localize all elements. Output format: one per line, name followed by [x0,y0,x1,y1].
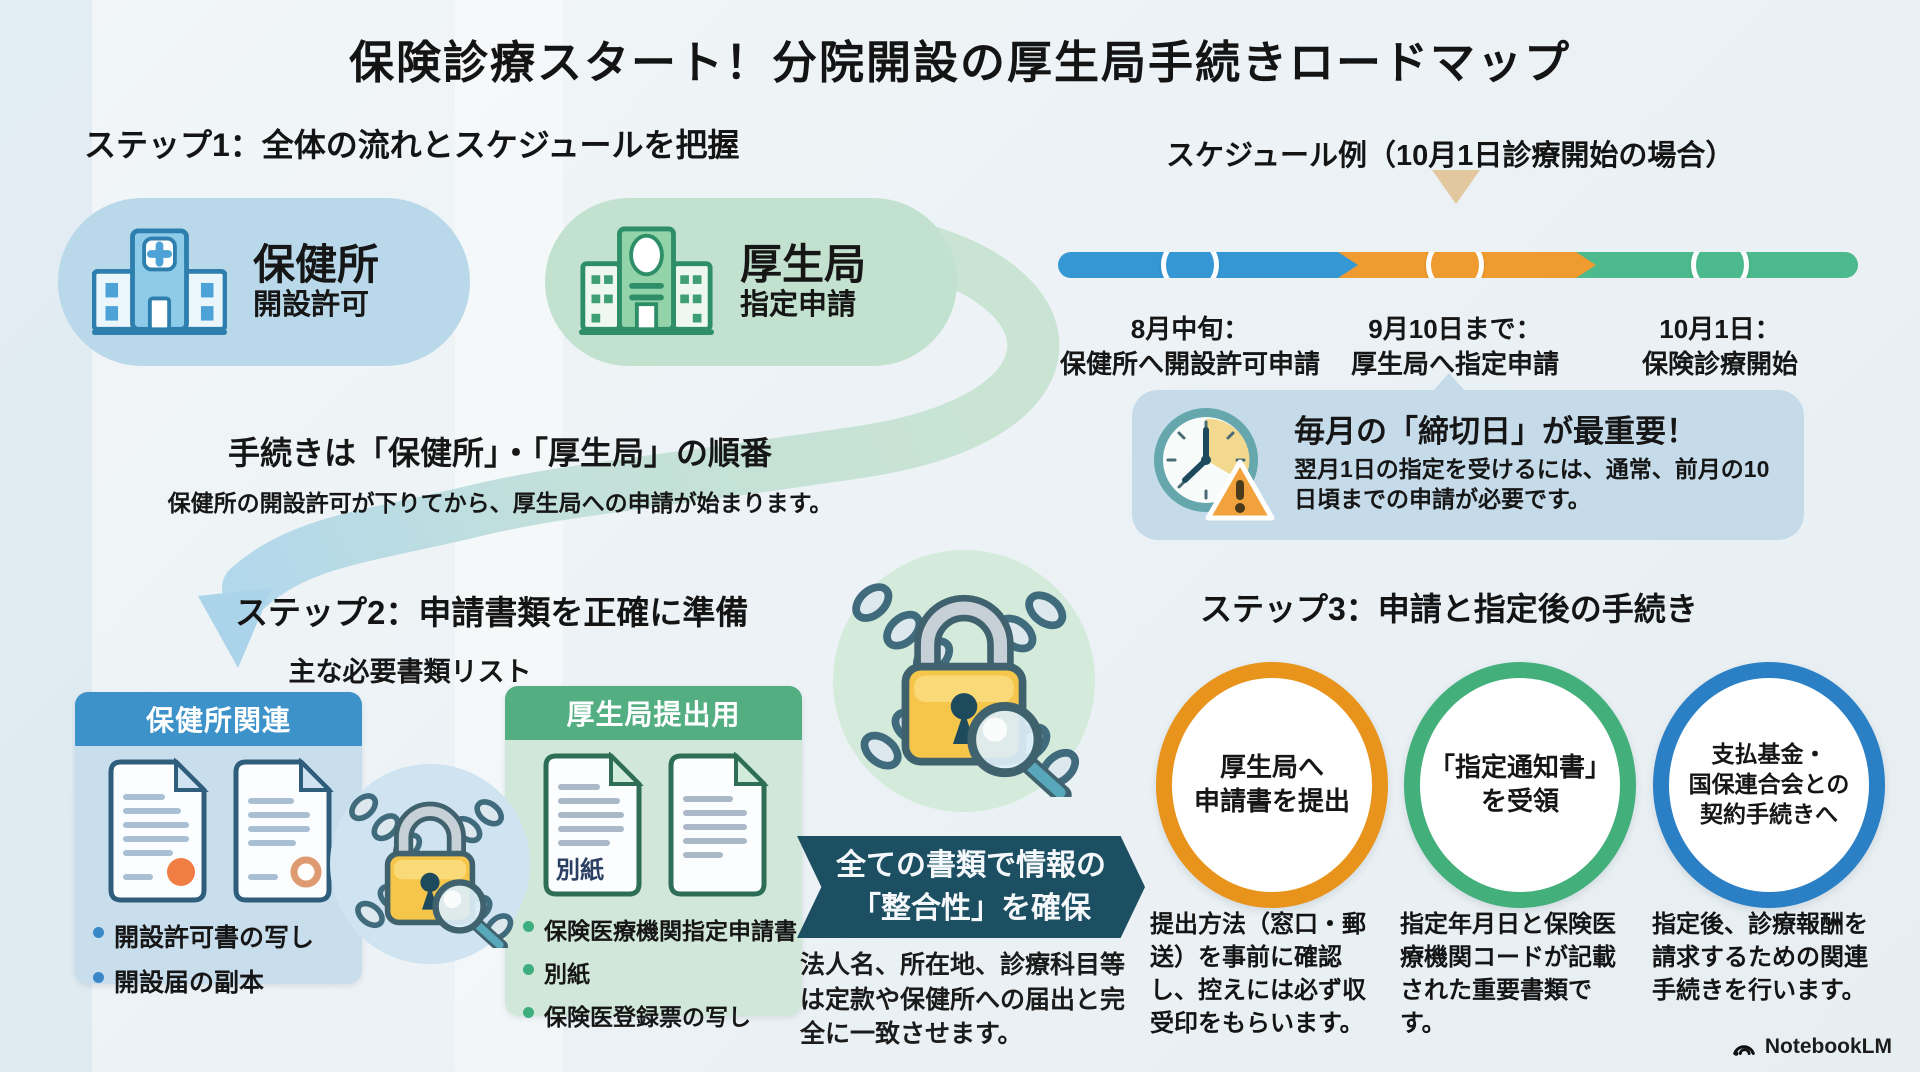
consistency-body: 法人名、所在地、診療科目等は定款や保健所への届出と完全に一致させます。 [800,951,1126,1048]
milestone-label: 8月中旬： 保健所へ開設許可申請 [1040,312,1340,382]
consistency-lock-graphic [833,550,1095,812]
order-note-heading: 手続きは「保健所」・「厚生局」の順番 [227,435,772,471]
milestone-action: 保健所へ開設許可申請 [1059,349,1320,380]
deadline-heading: 毎月の「締切日」が最重要！ [1294,414,1697,449]
documents-icon: 別紙 [543,752,769,897]
bullet-dot [523,1007,534,1018]
document-list-item: 別紙 [523,955,802,989]
circle-line: 厚生局へ [1219,752,1324,783]
pill-name: 保健所 [253,241,380,289]
bullet-dot [523,921,534,932]
health-center-pill: 保健所 開設許可 [58,198,470,366]
order-note-body: 保健所の開設許可が下りてから、厚生局への申請が始まります。 [167,490,833,516]
circle-line: 申請書を提出 [1193,786,1350,816]
circle-line: 契約手続きへ [1700,800,1838,827]
health-bureau-pill: 厚生局 指定申請 [545,198,957,366]
bullet-dot [93,927,104,938]
circle-line: 「指定通知書」 [1428,752,1611,783]
circle-line: 国保連合会との [1688,771,1850,798]
bullet-text: 保険医登録票の写し [544,1004,751,1030]
step3-description: 指定後、診療報酬を請求するための関連手続きを行います。 [1652,911,1868,1005]
health-center-documents-card: 保健所関連 [75,692,362,997]
document-list-item: 開設届の副本 [93,963,362,999]
step2-heading: ステップ2：申請書類を正確に準備 [235,594,749,631]
timeline-bar [1058,252,1858,278]
banner-line: 全ての書類で情報の [836,848,1106,882]
pill-sub: 指定申請 [740,289,857,322]
government-building-icon [579,226,714,336]
bullet-text: 保険医療機関指定申請書 [544,918,797,944]
milestone-date: 10月1日： [1659,314,1781,344]
milestone-label: 10月1日： 保険診療開始 [1570,312,1870,382]
bullet-text: 別紙 [544,961,590,987]
notebooklm-logo-icon [1733,1045,1755,1056]
pill-name: 厚生局 [740,241,867,289]
lock-chain-magnifier-icon [848,565,1080,797]
bullet-dot [523,964,534,975]
page-title: 保険診療スタート！分院開設の厚生局手続きロードマップ [348,37,1571,88]
document-list-item: 保険医登録票の写し [523,998,802,1032]
timeline-dot [1691,252,1749,278]
hospital-icon [92,228,227,336]
banner-line: 「整合性」を確保 [851,892,1091,925]
bullet-dot [93,972,104,983]
step3-circle-notice: 「指定通知書」 を受領 [1404,662,1636,908]
document-list-title: 主な必要書類リスト [288,657,532,687]
timeline-dot [1161,252,1219,278]
schedule-heading: スケジュール例（10月1日診療開始の場合） [1166,140,1735,172]
timeline-dot [1426,252,1484,278]
consistency-banner: 全ての書類で情報の 「整合性」を確保 [797,836,1145,938]
card-header: 保健所関連 [75,692,362,746]
lock-chain-magnifier-icon [346,780,514,948]
step3-description: 提出方法（窓口・郵送）を事前に確認し、控えには必ず収受印をもらいます。 [1150,911,1366,1038]
notebooklm-brand: NotebookLM [1731,1034,1892,1060]
document-list-item: 保険医療機関指定申請書 [523,912,802,946]
documents-icon [108,758,334,903]
milestone-date: 9月10日まで： [1368,314,1542,344]
card-header: 厚生局提出用 [505,686,802,740]
milestone-action: 保険診療開始 [1641,349,1798,380]
deadline-body: 翌月1日の指定を受けるには、通常、前月の10日頃までの申請が必要です。 [1294,456,1770,513]
step3-description: 指定年月日と保険医療機関コードが記載された重要書類です。 [1400,911,1616,1038]
milestone-label: 9月10日まで： 厚生局へ指定申請 [1305,312,1605,382]
step3-circle-submit: 厚生局へ 申請書を提出 [1156,662,1388,908]
brand-label: NotebookLM [1764,1035,1892,1058]
lock-chain-magnifier-badge [330,764,530,964]
step3-heading: ステップ3：申請と指定後の手続き [1200,591,1698,627]
circle-line: 支払基金・ [1711,741,1827,768]
step1-heading: ステップ1：全体の流れとスケジュールを把握 [84,127,740,163]
pill-sub: 開設許可 [253,289,370,322]
step3-circle-contract: 支払基金・ 国保連合会との 契約手続きへ [1653,662,1885,908]
bullet-text: 開設許可書の写し [114,924,315,952]
health-bureau-documents-card: 厚生局提出用 別紙 [505,686,802,1030]
bullet-text: 開設届の副本 [114,969,265,997]
document-list-item: 開設許可書の写し [93,918,362,954]
deadline-callout: 毎月の「締切日」が最重要！ 翌月1日の指定を受けるには、通常、前月の10日頃まで… [1132,373,1804,540]
timeline-pointer-icon [1432,170,1480,204]
milestone-date: 8月中旬： [1130,314,1250,344]
circle-line: を受領 [1480,786,1559,816]
doc-label: 別紙 [556,856,604,884]
clock-deadline-icon [1154,408,1275,521]
